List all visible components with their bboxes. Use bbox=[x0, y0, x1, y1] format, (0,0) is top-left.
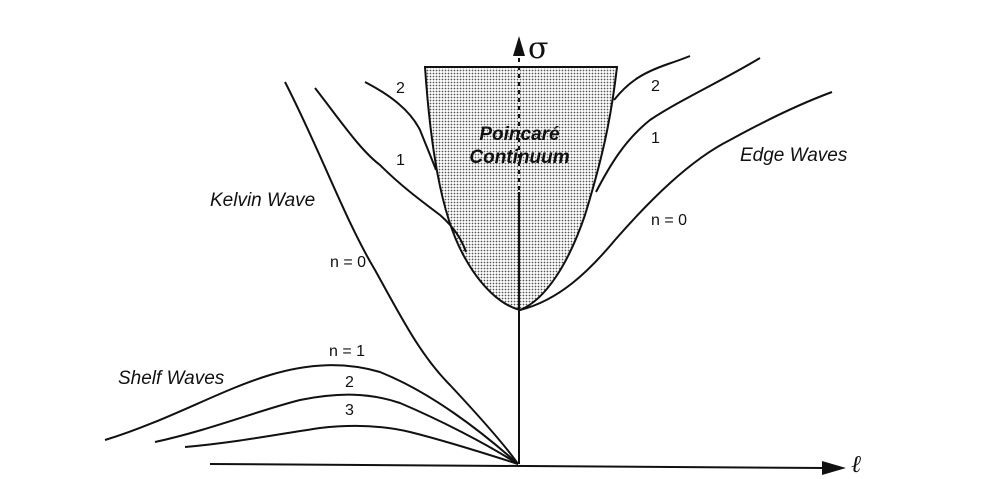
left-mode-2-label: 2 bbox=[396, 80, 405, 97]
shelf-wave-2-curve bbox=[154, 393, 519, 465]
left-mode-1-label: 1 bbox=[396, 152, 405, 169]
edge-waves-label: Edge Waves bbox=[740, 145, 848, 166]
left-mode-1-curve bbox=[314, 87, 467, 253]
left-mode-2-curve bbox=[364, 81, 437, 171]
horizontal-axis bbox=[209, 463, 827, 469]
shelf-mode-3-label: 3 bbox=[345, 402, 354, 419]
edge-wave-1-curve bbox=[595, 57, 761, 193]
l-axis-label: ℓ bbox=[851, 450, 861, 478]
shelf-mode-2-label: 2 bbox=[345, 374, 354, 391]
edge-mode-2-label: 2 bbox=[651, 78, 660, 95]
poincare-label: Poincaré bbox=[479, 124, 560, 145]
edge-mode-1-label: 1 bbox=[651, 130, 660, 147]
horizontal-axis-arrow bbox=[822, 461, 846, 475]
edge-wave-n0-curve bbox=[519, 91, 833, 311]
shelf-wave-3-curve bbox=[184, 424, 519, 465]
kelvin-wave-curve bbox=[284, 81, 519, 465]
kelvin-mode-label: n = 0 bbox=[330, 254, 367, 271]
edge-wave-2-curve bbox=[613, 55, 691, 101]
poincare-continuum-region bbox=[423, 66, 619, 312]
continuum-label: Continuum bbox=[469, 147, 570, 168]
vertical-axis-arrow bbox=[513, 36, 525, 56]
shelf-wave-n1-curve bbox=[104, 364, 519, 465]
shelf-waves-label: Shelf Waves bbox=[118, 368, 225, 389]
kelvin-wave-label: Kelvin Wave bbox=[210, 190, 316, 211]
shelf-mode-1-label: n = 1 bbox=[329, 343, 366, 360]
edge-mode-0-label: n = 0 bbox=[651, 212, 688, 229]
sigma-axis-label: σ bbox=[528, 31, 549, 66]
